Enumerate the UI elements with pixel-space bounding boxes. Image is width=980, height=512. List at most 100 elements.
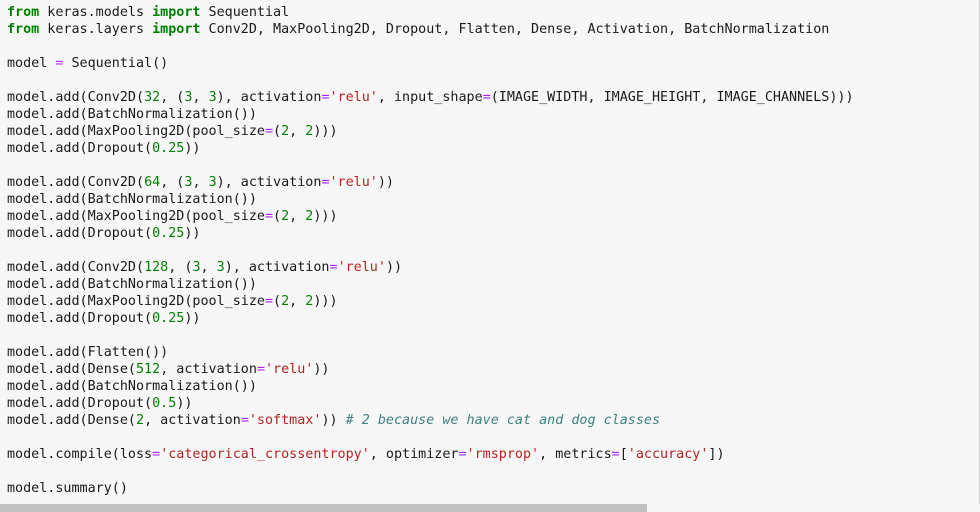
code-token: ))	[184, 141, 201, 156]
code-token: 2	[305, 209, 314, 224]
code-token: model	[7, 56, 56, 71]
code-token: ,	[289, 209, 306, 224]
code-line: model.add(Dense(2, activation='softmax')…	[7, 412, 854, 429]
code-line	[7, 429, 854, 446]
code-token: , (	[168, 260, 193, 275]
code-token: Conv2D, MaxPooling2D, Dropout, Flatten, …	[200, 22, 830, 37]
code-token: model.add(Dense(	[7, 413, 136, 428]
code-token: 0.25	[152, 141, 185, 156]
code-token: model.add(Dense(	[7, 362, 136, 377]
code-token: model.add(Conv2D(	[7, 175, 145, 190]
code-token: =	[611, 447, 620, 462]
code-token: model.add(MaxPooling2D(pool_size	[7, 124, 265, 139]
code-line	[7, 38, 854, 55]
code-token: 512	[136, 362, 161, 377]
code-token: model.add(Dropout(	[7, 141, 153, 156]
code-line	[7, 242, 854, 259]
code-token: [	[619, 447, 628, 462]
horizontal-scrollbar-thumb[interactable]	[0, 504, 647, 512]
code-token: 128	[144, 260, 169, 275]
code-token: ])	[708, 447, 725, 462]
code-token: keras.models	[39, 5, 153, 20]
code-token: , (	[160, 175, 185, 190]
code-token: 'relu'	[329, 175, 378, 190]
code-line: model.add(Dropout(0.5))	[7, 395, 854, 412]
code-line	[7, 327, 854, 344]
code-token: =	[55, 56, 64, 71]
code-token: model.add(Flatten())	[7, 345, 169, 360]
code-token: ,	[192, 90, 209, 105]
code-token: 64	[144, 175, 161, 190]
code-token: 3	[192, 260, 201, 275]
code-token: 0.5	[152, 396, 177, 411]
code-token: , (	[160, 90, 185, 105]
code-token: model.add(Dropout(	[7, 311, 153, 326]
code-token: ))	[377, 175, 394, 190]
code-token: 'accuracy'	[627, 447, 709, 462]
code-line: model.add(Dense(512, activation='relu'))	[7, 361, 854, 378]
code-line: model.add(MaxPooling2D(pool_size=(2, 2))…	[7, 123, 854, 140]
code-token: =	[264, 124, 274, 139]
code-token: # 2 because we have cat and dog classes	[345, 413, 661, 428]
code-token: 'rmsprop'	[466, 447, 540, 462]
code-token: model.add(Dropout(	[7, 396, 153, 411]
code-line	[7, 463, 854, 480]
code-token: =	[329, 260, 338, 275]
code-token: 2	[305, 124, 314, 139]
code-line: model.add(Dropout(0.25))	[7, 225, 854, 242]
code-token: model.summary()	[7, 481, 128, 496]
code-token: 2	[305, 294, 314, 309]
code-token: keras.layers	[39, 22, 153, 37]
code-token: 2	[281, 124, 290, 139]
code-line: model.add(BatchNormalization())	[7, 276, 854, 293]
code-line: model.add(BatchNormalization())	[7, 378, 854, 395]
code-token: 0.25	[152, 226, 185, 241]
code-token: (	[273, 209, 282, 224]
horizontal-scrollbar[interactable]	[0, 504, 980, 512]
code-token: model.add(BatchNormalization())	[7, 277, 257, 292]
code-line: from keras.models import Sequential	[7, 4, 854, 21]
code-line: model.add(Flatten())	[7, 344, 854, 361]
code-token: , activation	[144, 413, 241, 428]
code-token: 0.25	[152, 311, 185, 326]
code-line: model.summary()	[7, 480, 854, 497]
code-token: )))	[313, 124, 338, 139]
code-token: 3	[184, 90, 193, 105]
code-token: 3	[216, 260, 225, 275]
code-token: 'relu'	[329, 90, 378, 105]
code-token: (	[273, 124, 282, 139]
code-token: import	[152, 5, 201, 20]
code-token: =	[482, 90, 491, 105]
code-line: model.add(Conv2D(32, (3, 3), activation=…	[7, 89, 854, 106]
code-token: 2	[281, 209, 290, 224]
code-line: model.add(Conv2D(128, (3, 3), activation…	[7, 259, 854, 276]
code-token: ), activation	[216, 90, 322, 105]
code-token: import	[152, 22, 201, 37]
code-token: model.add(BatchNormalization())	[7, 192, 257, 207]
code-token: ,	[200, 260, 217, 275]
code-token: model.add(BatchNormalization())	[7, 379, 257, 394]
code-token: ))	[176, 396, 193, 411]
code-token: 3	[208, 90, 217, 105]
code-token: , input_shape	[377, 90, 483, 105]
code-line: model.add(Conv2D(64, (3, 3), activation=…	[7, 174, 854, 191]
code-token: model.add(MaxPooling2D(pool_size	[7, 209, 265, 224]
code-token: =	[321, 90, 330, 105]
code-token: =	[458, 447, 467, 462]
code-token: ), activation	[216, 175, 322, 190]
code-token: ))	[385, 260, 403, 275]
code-line: model.add(BatchNormalization())	[7, 106, 854, 123]
code-token: =	[240, 413, 249, 428]
code-token: model.add(Dropout(	[7, 226, 153, 241]
code-token: 2	[281, 294, 290, 309]
code-token: Sequential()	[63, 56, 169, 71]
code-token: ,	[192, 175, 209, 190]
code-token: 'softmax'	[248, 413, 322, 428]
code-token: 3	[184, 175, 193, 190]
code-token: =	[264, 294, 274, 309]
code-token: ))	[313, 362, 330, 377]
code-token: =	[256, 362, 265, 377]
code-token: model.add(MaxPooling2D(pool_size	[7, 294, 265, 309]
